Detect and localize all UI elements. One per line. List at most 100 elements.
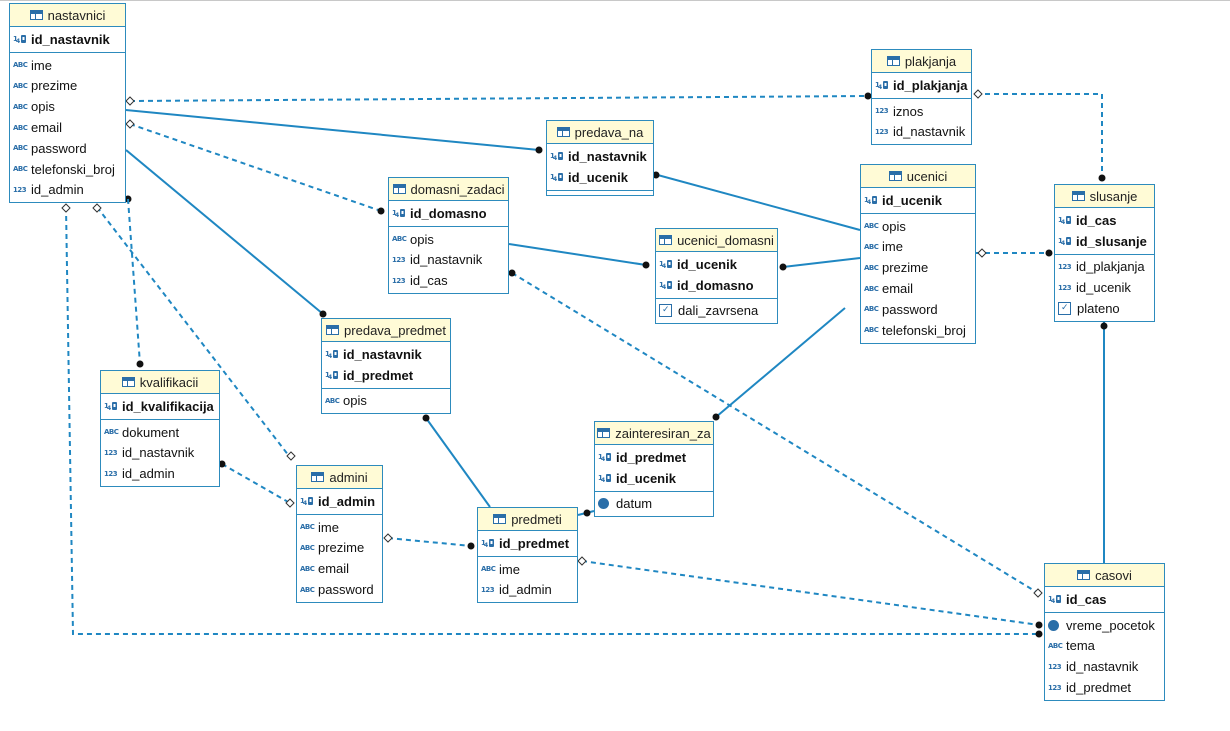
table-header[interactable]: ucenici_domasni: [656, 229, 777, 252]
svg-text:1: 1: [104, 402, 109, 410]
table-header[interactable]: admini: [297, 466, 382, 489]
table-header[interactable]: zainteresiran_za: [595, 422, 713, 445]
column-row[interactable]: vreme_pocetok: [1045, 615, 1164, 636]
table-header[interactable]: predava_na: [547, 121, 653, 144]
svg-text:1: 1: [325, 371, 330, 379]
num-icon: 123: [481, 585, 495, 594]
num-icon: 123: [1048, 683, 1062, 692]
table-header[interactable]: domasni_zadaci: [389, 178, 508, 201]
svg-text:1: 1: [864, 196, 869, 204]
abc-icon: ABC: [13, 165, 28, 174]
column-name: plateno: [1077, 301, 1120, 317]
column-row[interactable]: datum: [595, 494, 713, 515]
rel-admini-predmeti: [387, 537, 472, 547]
table-header[interactable]: predava_predmet: [322, 319, 450, 342]
svg-text:4: 4: [553, 176, 557, 182]
table-header[interactable]: predmeti: [478, 508, 577, 531]
table-header[interactable]: ucenici: [861, 165, 975, 188]
table-header[interactable]: nastavnici: [10, 4, 125, 27]
abc-icon: ABC: [864, 305, 879, 314]
column-row[interactable]: ✓dali_zavrsena: [656, 301, 777, 322]
svg-text:1: 1: [550, 152, 555, 160]
table-header[interactable]: casovi: [1045, 564, 1164, 587]
relation-end-dot: [1100, 322, 1108, 330]
rel-predmeti-casovi: [581, 560, 1040, 626]
table-header[interactable]: plakjanja: [872, 50, 971, 73]
column-name: prezime: [31, 78, 78, 94]
column-row[interactable]: ✓plateno: [1055, 298, 1154, 319]
abc-icon: ABC: [300, 543, 315, 552]
column-name: ime: [318, 519, 339, 535]
relation-end-dot: [1035, 630, 1043, 638]
table-header[interactable]: kvalifikacii: [101, 371, 219, 394]
table-header[interactable]: slusanje: [1055, 185, 1154, 208]
